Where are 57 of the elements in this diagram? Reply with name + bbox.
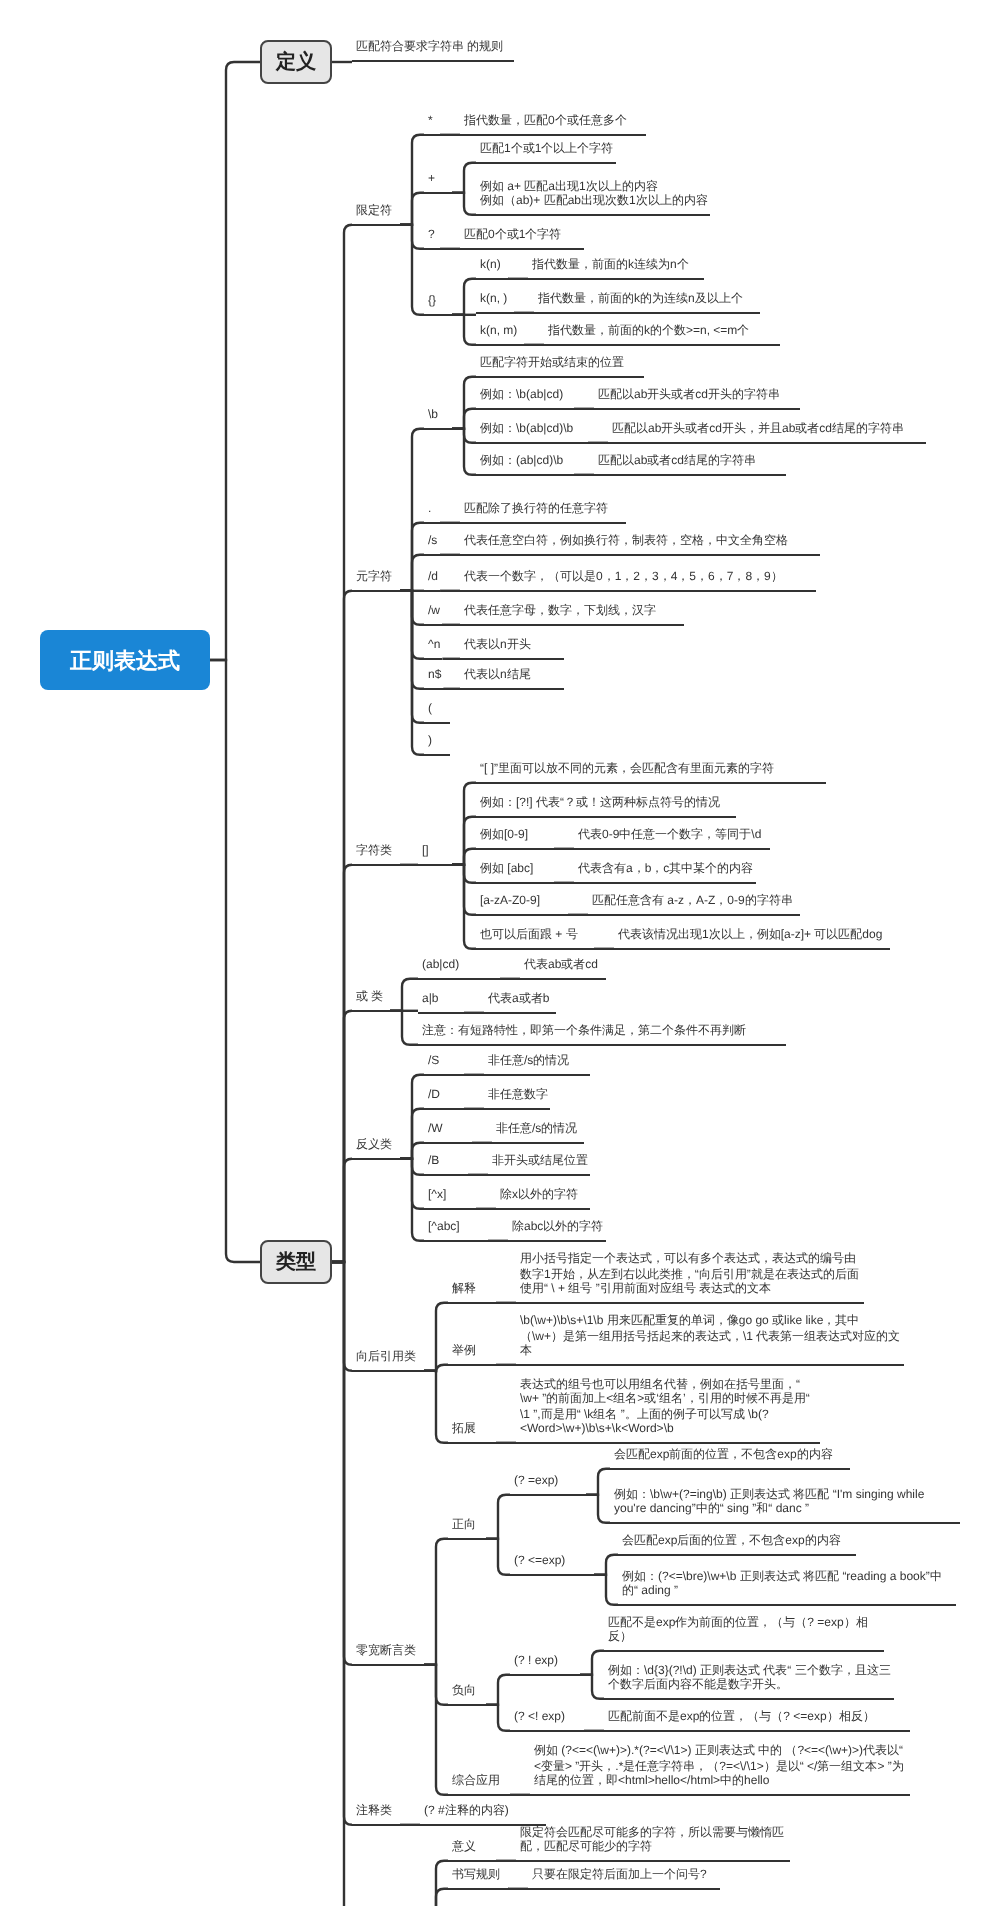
connector-line: [400, 863, 418, 866]
connector-line: [440, 553, 460, 556]
connector-line: [210, 658, 260, 1264]
connector-line: [452, 427, 476, 476]
connector-line: [443, 687, 460, 690]
central-topic-box: 正则表达式: [40, 630, 210, 690]
topic-box: 类型: [260, 1240, 332, 1284]
connector-line: [574, 407, 594, 410]
connector-line: [476, 1207, 496, 1210]
connector-line: [464, 1011, 484, 1014]
connector-line: [554, 847, 574, 850]
connector-line: [584, 1729, 604, 1732]
connector-line: [580, 1673, 604, 1700]
connector-line: [496, 1363, 516, 1366]
connector-line: [440, 589, 460, 592]
connector-line: [440, 247, 460, 250]
connector-line: [442, 657, 460, 660]
connector-line: [574, 473, 594, 476]
connector-line: [332, 1260, 346, 1906]
connector-line: [496, 1859, 516, 1862]
connector-line: [594, 947, 614, 950]
connector-line: [514, 311, 534, 314]
connector-line: [472, 1141, 492, 1144]
connector-line: [400, 1823, 420, 1826]
connector-line: [588, 441, 608, 444]
connector-line: [400, 223, 424, 316]
connector-line: [442, 623, 460, 626]
connector-line: [488, 1239, 508, 1242]
connector-line: [390, 1009, 418, 1046]
connector-line: [424, 1663, 448, 1796]
topic-underline: [476, 181, 710, 216]
connector-line: [500, 977, 520, 980]
connector-line: [486, 1537, 510, 1576]
connector-line: [568, 913, 588, 916]
connector-line: [400, 589, 424, 756]
connector-line: [468, 1173, 488, 1176]
connector-line: [440, 521, 460, 524]
connector-line: [452, 863, 476, 950]
connector-line: [440, 133, 460, 136]
connector-line: [594, 1573, 618, 1606]
connector-line: [486, 1703, 510, 1732]
connector-line: [496, 1441, 516, 1444]
connector-line: [464, 1073, 484, 1076]
connector-line: [554, 881, 574, 884]
connector-line: [452, 191, 476, 216]
connector-line: [496, 1301, 516, 1304]
connector-line: [332, 60, 352, 64]
connector-line: [508, 277, 528, 280]
connector-line: [510, 1793, 530, 1796]
connector-line: [464, 1107, 484, 1110]
connector-line: [524, 343, 544, 346]
connector-line: [434, 1887, 448, 1906]
connector-line: [508, 1887, 528, 1890]
connector-line: [586, 1493, 610, 1524]
topic-box: 定义: [260, 40, 332, 84]
connector-line: [400, 1157, 424, 1242]
connector-line: [452, 313, 476, 346]
